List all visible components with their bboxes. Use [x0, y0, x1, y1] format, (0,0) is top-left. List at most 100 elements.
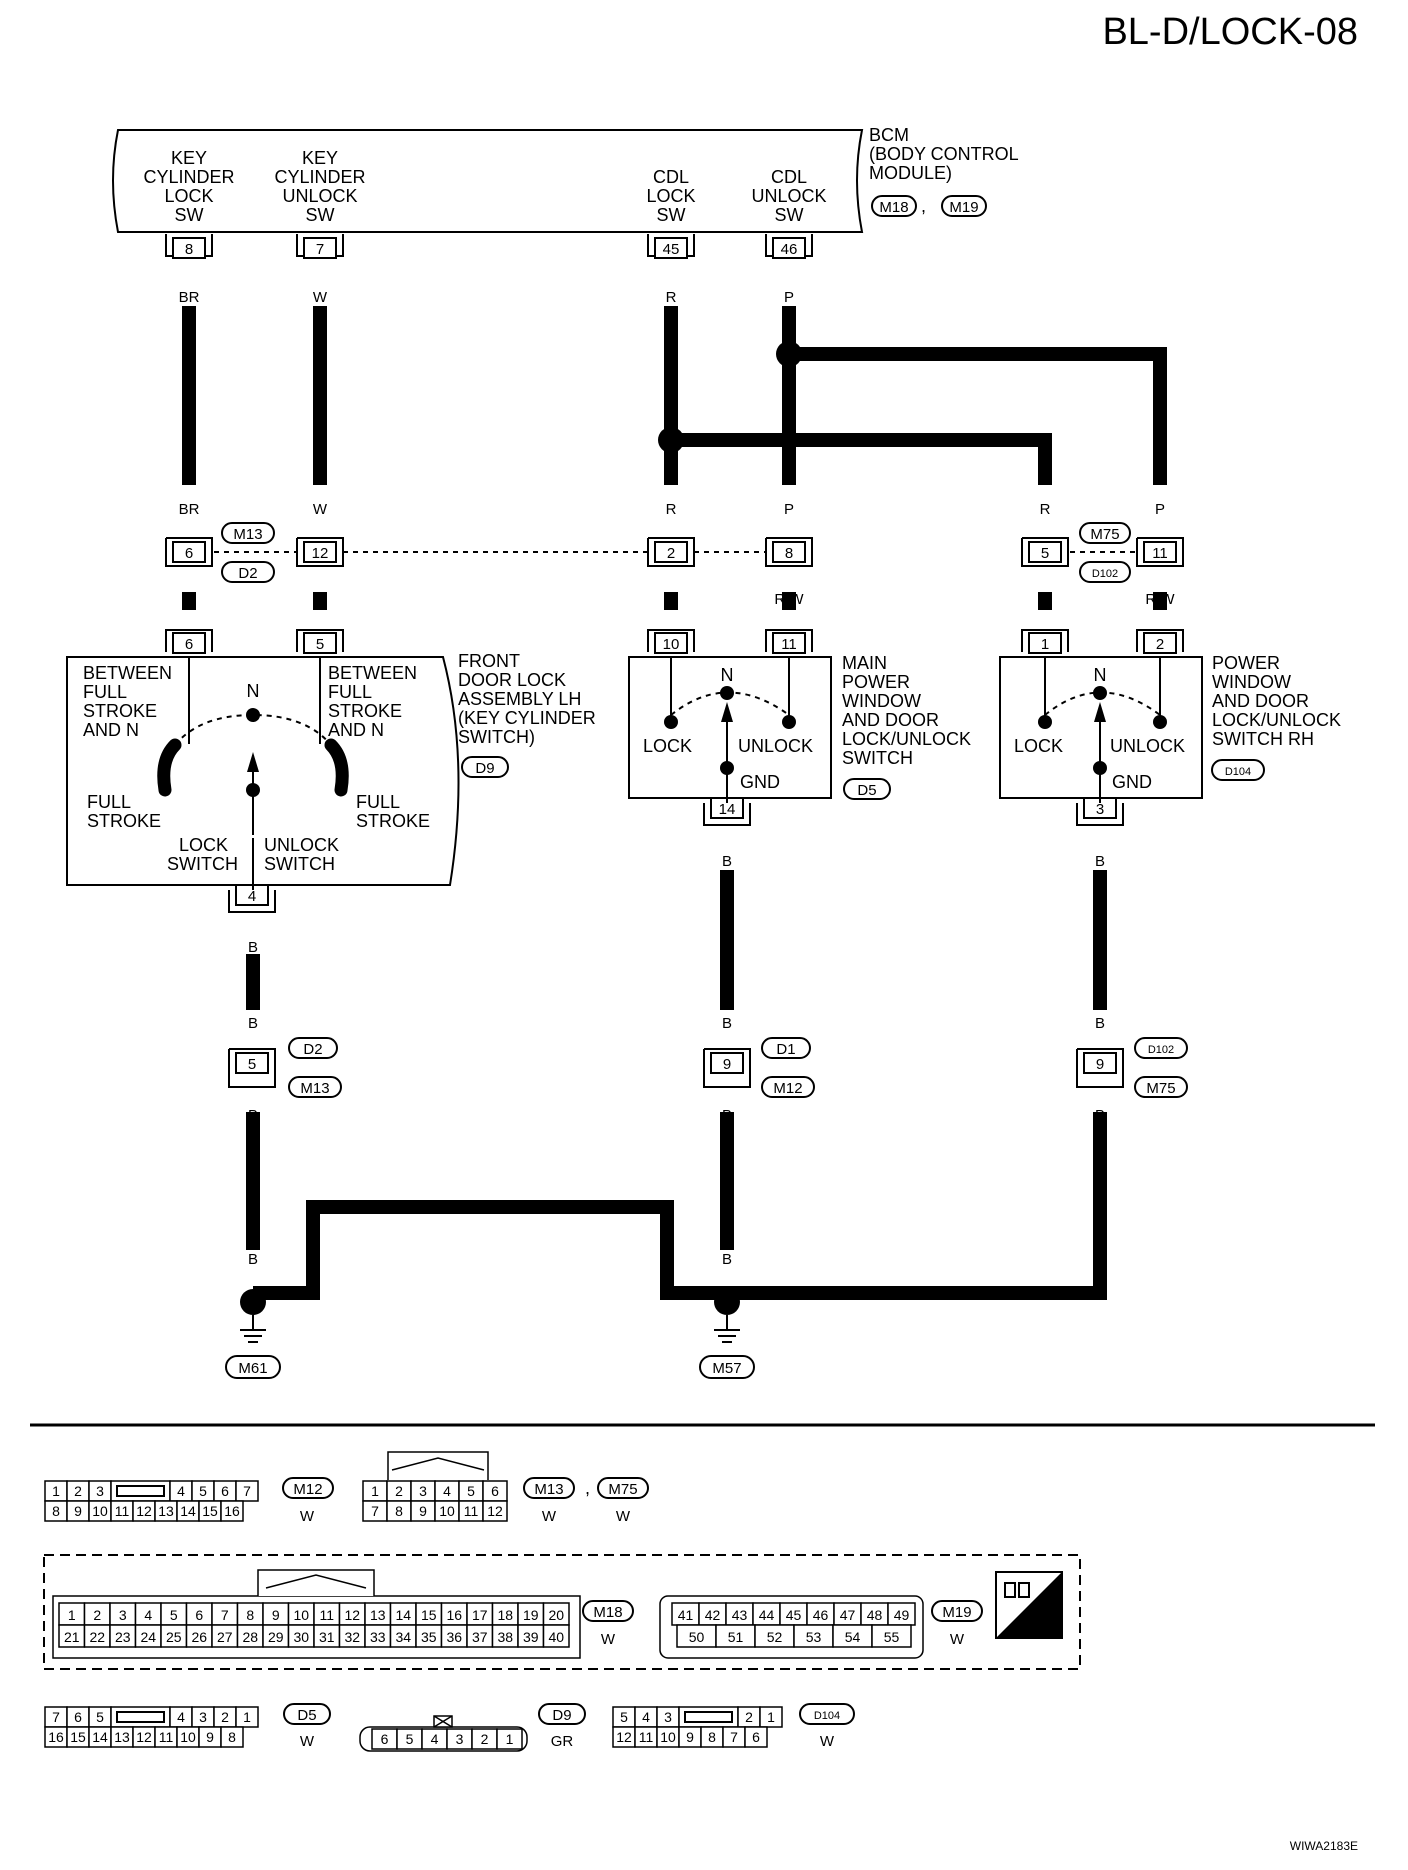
pin-number: 34: [395, 1629, 411, 1645]
svg-text:CYLINDER: CYLINDER: [274, 167, 365, 187]
bcm-connector-group: [43, 1554, 1081, 1670]
page-id: BL-D/LOCK-08: [1102, 11, 1358, 53]
svg-text:6: 6: [185, 636, 193, 653]
pin-number: 9: [686, 1729, 694, 1745]
svg-text:N: N: [247, 681, 260, 701]
bcm-box: [112, 129, 864, 233]
svg-text:M75: M75: [1146, 1080, 1175, 1097]
pin-number: 51: [728, 1629, 744, 1645]
svg-text:M13: M13: [534, 1481, 563, 1498]
svg-text:7: 7: [316, 241, 324, 258]
pin-number: 17: [472, 1607, 488, 1623]
svg-text:FULL: FULL: [87, 792, 131, 812]
svg-text:W: W: [542, 1508, 557, 1525]
pin-number: 12: [616, 1729, 632, 1745]
pin-number: 5: [620, 1709, 628, 1725]
pin-number: 2: [93, 1607, 101, 1623]
svg-text:3: 3: [1096, 801, 1104, 818]
pin-number: 7: [371, 1503, 379, 1519]
svg-text:SW: SW: [775, 205, 804, 225]
pin-number: 4: [443, 1483, 451, 1499]
pin-number: 49: [894, 1607, 910, 1623]
svg-text:W: W: [313, 289, 328, 306]
svg-text:UNLOCK: UNLOCK: [738, 736, 813, 756]
pin-number: 6: [195, 1607, 203, 1623]
svg-text:12: 12: [312, 545, 329, 562]
pin-number: 6: [381, 1731, 389, 1747]
svg-text:BR: BR: [179, 501, 200, 518]
bcm-terminal-labels: KEY CYLINDER LOCK SW KEY CYLINDER UNLOCK…: [143, 148, 826, 225]
svg-text:BETWEEN: BETWEEN: [328, 663, 417, 683]
svg-text:M18: M18: [879, 199, 908, 216]
pin-number: 15: [202, 1503, 218, 1519]
svg-text:46: 46: [781, 241, 798, 258]
pin-number: 1: [68, 1607, 76, 1623]
pin-number: 9: [206, 1729, 214, 1745]
svg-text:AND DOOR: AND DOOR: [842, 710, 939, 730]
svg-text:5: 5: [316, 636, 324, 653]
pin-number: 52: [767, 1629, 783, 1645]
pin-number: 5: [406, 1731, 414, 1747]
pin-number: 26: [191, 1629, 207, 1645]
svg-text:B: B: [722, 1107, 732, 1124]
pin-number: 6: [74, 1709, 82, 1725]
pin-number: 53: [806, 1629, 822, 1645]
pin-number: 21: [64, 1629, 80, 1645]
pin-number: 4: [177, 1483, 185, 1499]
ground-m57: M57: [699, 1315, 755, 1379]
pin-number: 40: [548, 1629, 564, 1645]
connector-m19-shell: [659, 1595, 924, 1659]
pin-cell: [542, 1624, 570, 1648]
pin-number: 7: [221, 1607, 229, 1623]
pin-number: 41: [678, 1607, 694, 1623]
svg-text:WINDOW: WINDOW: [842, 691, 921, 711]
pin-number: 13: [158, 1503, 174, 1519]
pin-number: 42: [705, 1607, 721, 1623]
svg-text:B: B: [248, 1015, 258, 1032]
svg-text:W: W: [601, 1631, 616, 1648]
pin-number: 4: [144, 1607, 152, 1623]
latch-mark: [116, 1485, 165, 1497]
svg-text:W: W: [950, 1631, 965, 1648]
svg-text:M19: M19: [942, 1604, 971, 1621]
pin-number: 3: [419, 1483, 427, 1499]
svg-text:LOCK: LOCK: [179, 835, 228, 855]
pin-cell: [220, 1500, 244, 1522]
svg-text:M12: M12: [293, 1481, 322, 1498]
pin-number: 18: [497, 1607, 513, 1623]
rh-switch-label: POWER WINDOW AND DOOR LOCK/UNLOCK SWITCH…: [1211, 653, 1341, 781]
svg-text:D102: D102: [1148, 1044, 1174, 1056]
svg-text:5: 5: [1041, 545, 1049, 562]
svg-text:2: 2: [667, 545, 675, 562]
pin-number: 3: [199, 1709, 207, 1725]
svg-text:FULL: FULL: [83, 682, 127, 702]
pin-number: 6: [221, 1483, 229, 1499]
pin-number: 37: [472, 1629, 488, 1645]
pin-number: 1: [767, 1709, 775, 1725]
svg-text:M61: M61: [238, 1360, 267, 1377]
svg-text:UNLOCK: UNLOCK: [751, 186, 826, 206]
pin-number: 45: [786, 1607, 802, 1623]
svg-text:LOCK: LOCK: [164, 186, 213, 206]
pin-cell: [871, 1624, 912, 1648]
connector-m18-hood: [257, 1569, 375, 1596]
pin-number: 43: [732, 1607, 748, 1623]
svg-text:B: B: [722, 1251, 732, 1268]
svg-text:9: 9: [723, 1056, 731, 1073]
svg-text:11: 11: [1152, 545, 1168, 562]
svg-text:8: 8: [785, 545, 793, 562]
pin-number: 13: [370, 1607, 386, 1623]
svg-text:H.S.: H.S.: [1022, 1615, 1057, 1635]
pin-number: 55: [884, 1629, 900, 1645]
connector-m18-key: [265, 1574, 367, 1589]
svg-text:2: 2: [1156, 636, 1164, 653]
svg-text:LOCK: LOCK: [1014, 736, 1063, 756]
svg-text:R: R: [666, 501, 677, 518]
svg-text:W: W: [300, 1508, 315, 1525]
svg-text:L: L: [316, 591, 324, 608]
svg-text:W: W: [300, 1733, 315, 1750]
svg-text:W: W: [313, 501, 328, 518]
